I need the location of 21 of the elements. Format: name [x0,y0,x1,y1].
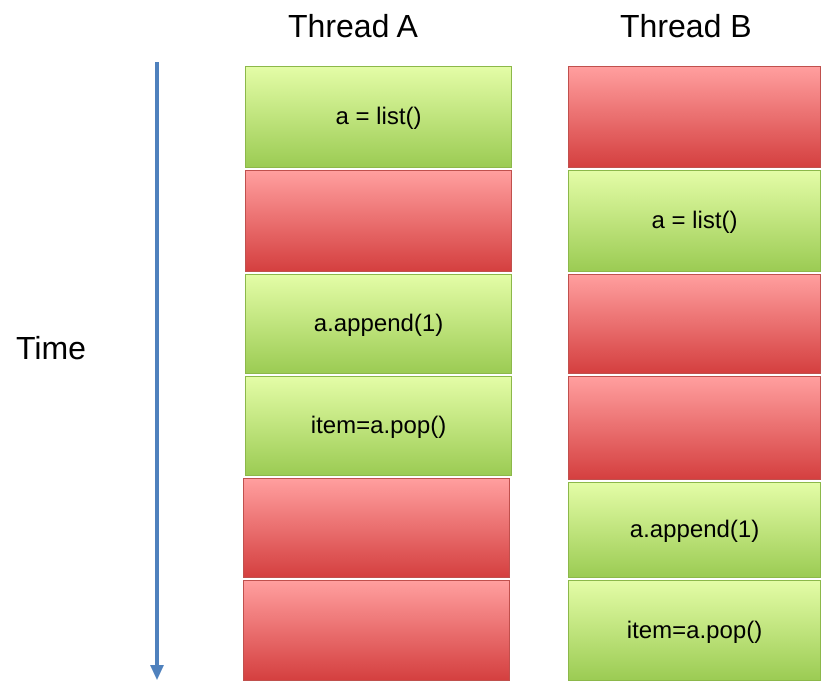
code-text: item=a.pop() [310,412,446,440]
column-heading: Thread A [288,8,418,45]
code-text: a.append(1) [630,516,760,544]
code-step-box [568,170,821,272]
code-text: a = list() [651,207,738,235]
blocked-slot [568,376,821,480]
blocked-slot [243,478,510,578]
code-text: item=a.pop() [626,616,762,644]
code-text: a = list() [335,103,422,131]
blocked-slot [243,580,510,681]
code-step-box [568,580,821,681]
blocked-slot [568,66,821,168]
blocked-slot [568,274,821,374]
code-step-box [245,66,512,168]
code-step-box [568,482,821,578]
blocked-slot [245,170,512,272]
code-step-box [245,274,512,374]
column-heading: Thread B [620,8,752,45]
code-step-box [245,376,512,476]
axis-label: Time [16,330,86,367]
code-text: a.append(1) [314,310,444,338]
